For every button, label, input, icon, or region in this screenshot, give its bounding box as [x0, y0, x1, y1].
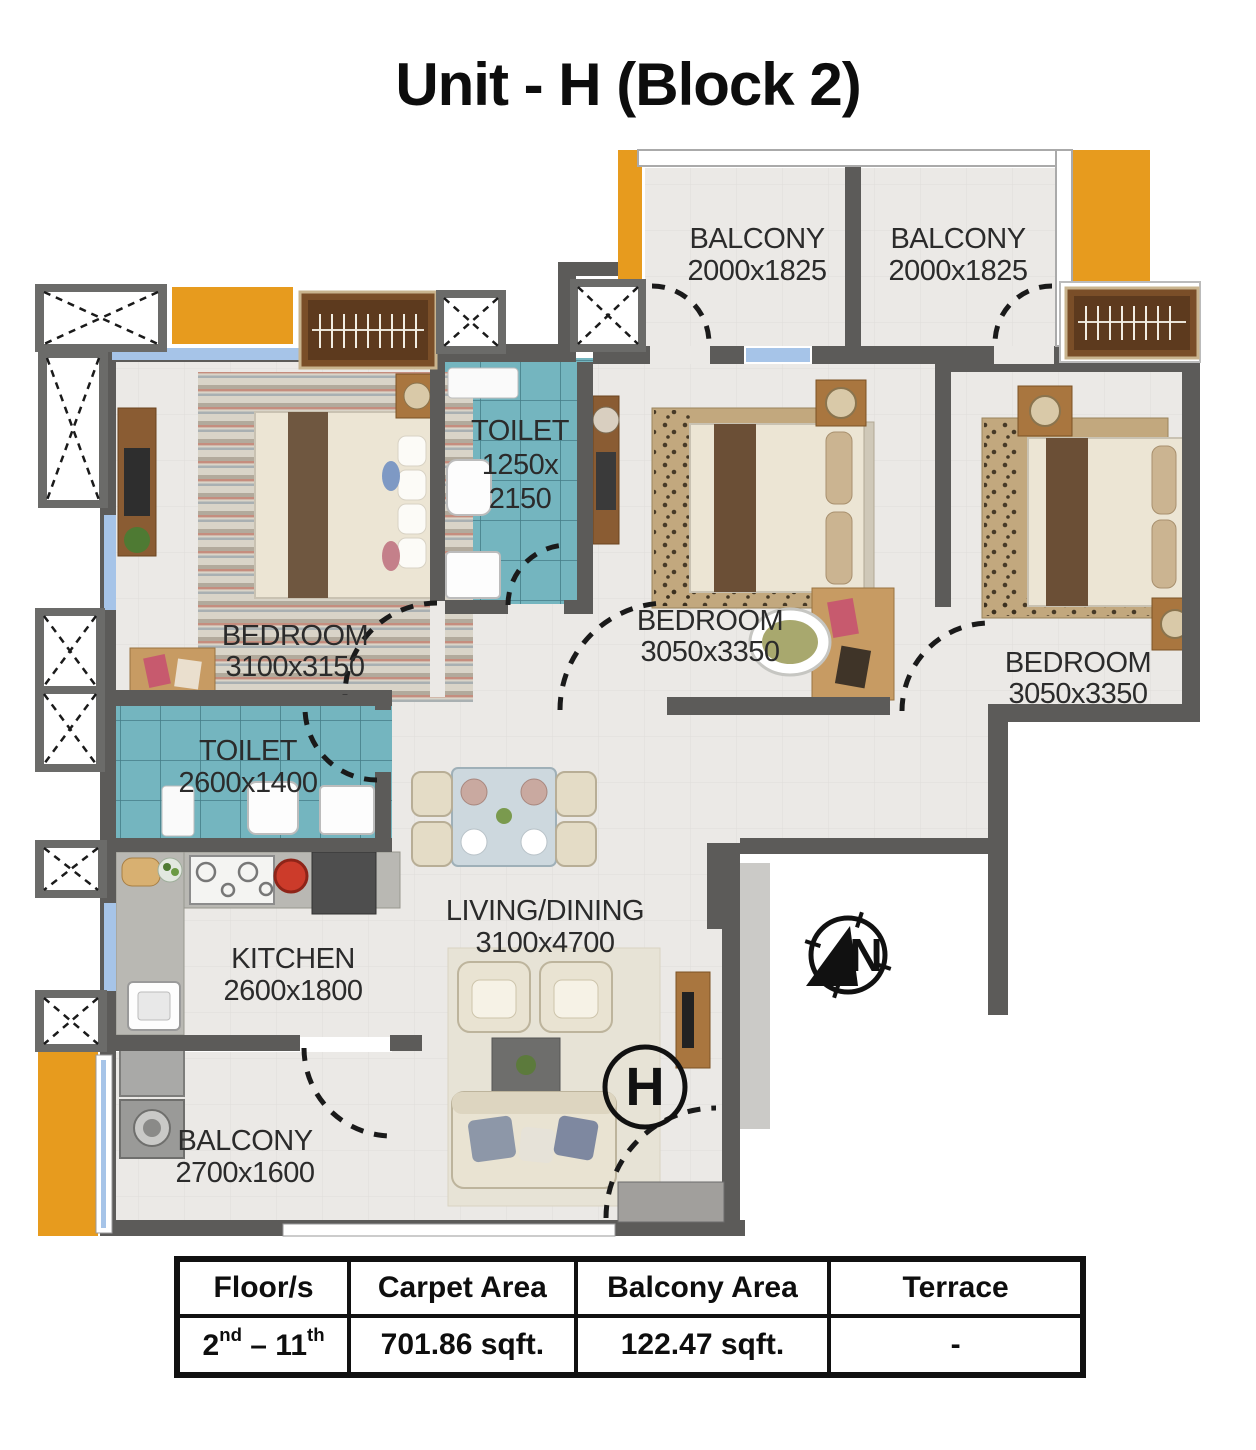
service-shafts — [35, 279, 646, 1052]
bedroom-right-label: BEDROOM — [1005, 647, 1151, 679]
balcony-top-right-dims: 2000x1825 — [888, 255, 1027, 287]
page-title: Unit - H (Block 2) — [395, 51, 861, 118]
bedroom-right-dims: 3050x3350 — [1008, 678, 1147, 710]
col-header-floors: Floor/s — [174, 1257, 352, 1318]
summary-data-row: 2nd – 11th 701.86 sqft. 122.47 sqft. - — [174, 1314, 1085, 1377]
col-header-balcony-area: Balcony Area — [573, 1257, 832, 1318]
wardrobe-bedroom-right — [1064, 286, 1200, 360]
balcony-bottom-furniture — [119, 1049, 185, 1159]
bedroom-left-dims: 3100x3150 — [225, 651, 364, 683]
kitchen-furniture — [115, 851, 401, 1036]
wardrobe-bedroom-left — [298, 290, 438, 370]
toilet-top-fixtures — [445, 367, 620, 599]
kitchen-label: KITCHEN — [231, 943, 355, 975]
col-header-carpet-area: Carpet Area — [347, 1257, 578, 1318]
balcony-top-left-dims: 2000x1825 — [687, 255, 826, 287]
terrace-value: - — [827, 1314, 1085, 1377]
bedroom-mid-furniture — [651, 379, 895, 701]
door-swing-arcs — [301, 283, 1053, 1219]
bedroom-mid-label: BEDROOM — [637, 605, 783, 637]
toilet-left-fixtures — [161, 781, 375, 837]
living-dining-label: LIVING/DINING — [446, 895, 644, 927]
living-dining-dims: 3100x4700 — [475, 927, 614, 959]
balcony-top-left-label: BALCONY — [689, 223, 824, 255]
bedroom-right-furniture — [981, 385, 1199, 651]
living-dining-furniture — [411, 767, 711, 1207]
north-label: N — [849, 929, 882, 981]
col-header-terrace: Terrace — [827, 1257, 1085, 1318]
bedroom-left-label: BEDROOM — [222, 620, 368, 652]
north-arrow-icon: N — [804, 911, 892, 999]
carpet-area-value: 701.86 sqft. — [347, 1314, 578, 1377]
toilet-top-label: TOILET — [471, 415, 570, 447]
balcony-bottom-dims: 2700x1600 — [175, 1157, 314, 1189]
floors-value: 2nd – 11th — [174, 1314, 352, 1377]
bedroom-left-furniture — [117, 372, 473, 702]
door-openings — [430, 346, 1054, 697]
toilet-left-dims: 2600x1400 — [178, 767, 317, 799]
summary-header-row: Floor/s Carpet Area Balcony Area Terrace — [174, 1257, 1085, 1318]
balcony-area-value: 122.47 sqft. — [573, 1314, 832, 1377]
kitchen-dims: 2600x1800 — [223, 975, 362, 1007]
summary-table-wrap: Floor/s Carpet Area Balcony Area Terrace… — [174, 1256, 1086, 1378]
unit-marker-letter: H — [626, 1057, 665, 1117]
toilet-top-dims-a: 1250x — [482, 449, 560, 481]
balcony-top-right-label: BALCONY — [890, 223, 1025, 255]
balcony-bottom-label: BALCONY — [177, 1125, 312, 1157]
bedroom-mid-dims: 3050x3350 — [640, 636, 779, 668]
area-summary-table: Floor/s Carpet Area Balcony Area Terrace… — [174, 1256, 1086, 1378]
room-labels: BALCONY 2000x1825 BALCONY 2000x1825 TOIL… — [175, 223, 1151, 1189]
unit-marker: H — [602, 1044, 688, 1130]
toilet-top-dims-b: 2150 — [489, 483, 552, 515]
toilet-left-label: TOILET — [199, 735, 298, 767]
